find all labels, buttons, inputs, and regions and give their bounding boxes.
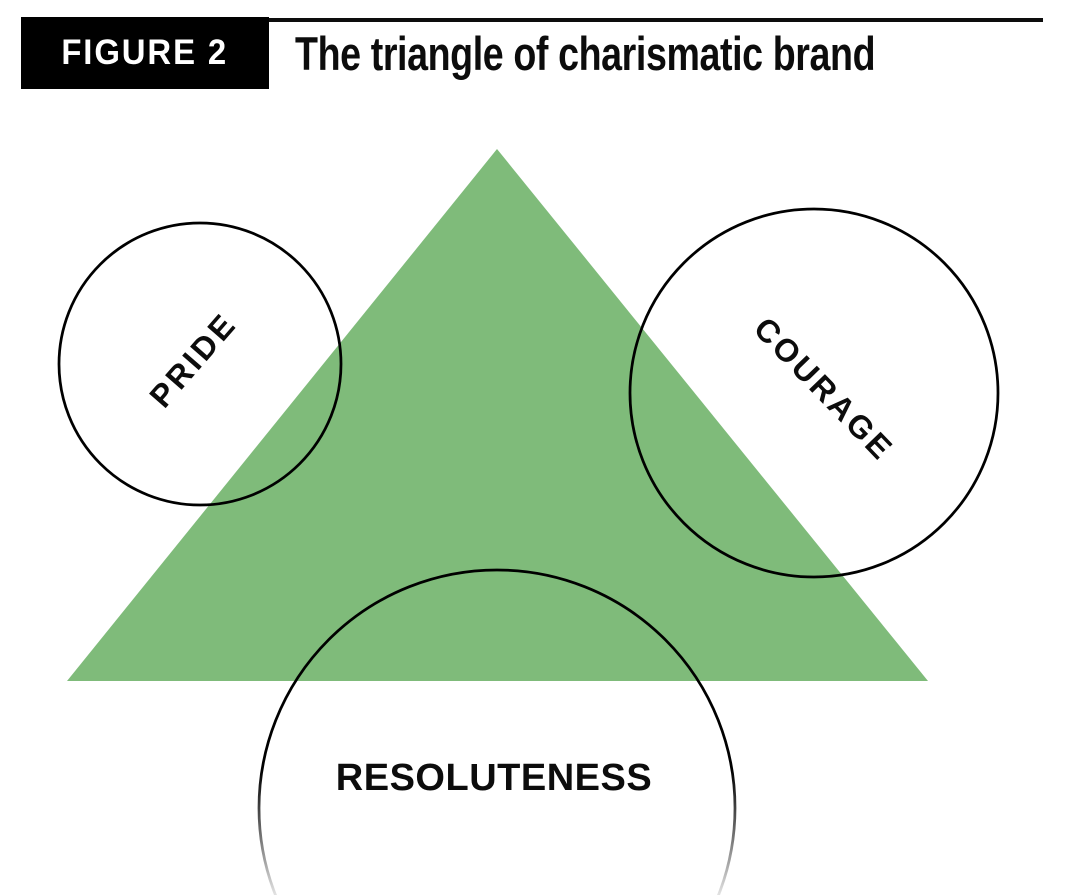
- figure-title: The triangle of charismatic brand: [295, 26, 876, 80]
- figure-label: FIGURE 2: [61, 33, 229, 72]
- figure-header: FIGURE 2 The triangle of charismatic bra…: [21, 17, 1020, 89]
- courage-label: COURAGE: [747, 310, 901, 468]
- pride-label: PRIDE: [142, 306, 243, 415]
- resoluteness-circle: [257, 568, 737, 895]
- courage-circle: [628, 207, 1000, 579]
- pride-circle: [57, 221, 343, 507]
- triangle-shape: [67, 149, 928, 681]
- header-rule: [21, 18, 1043, 22]
- figure-label-box: FIGURE 2: [21, 17, 269, 89]
- resoluteness-label: RESOLUTENESS: [336, 757, 652, 799]
